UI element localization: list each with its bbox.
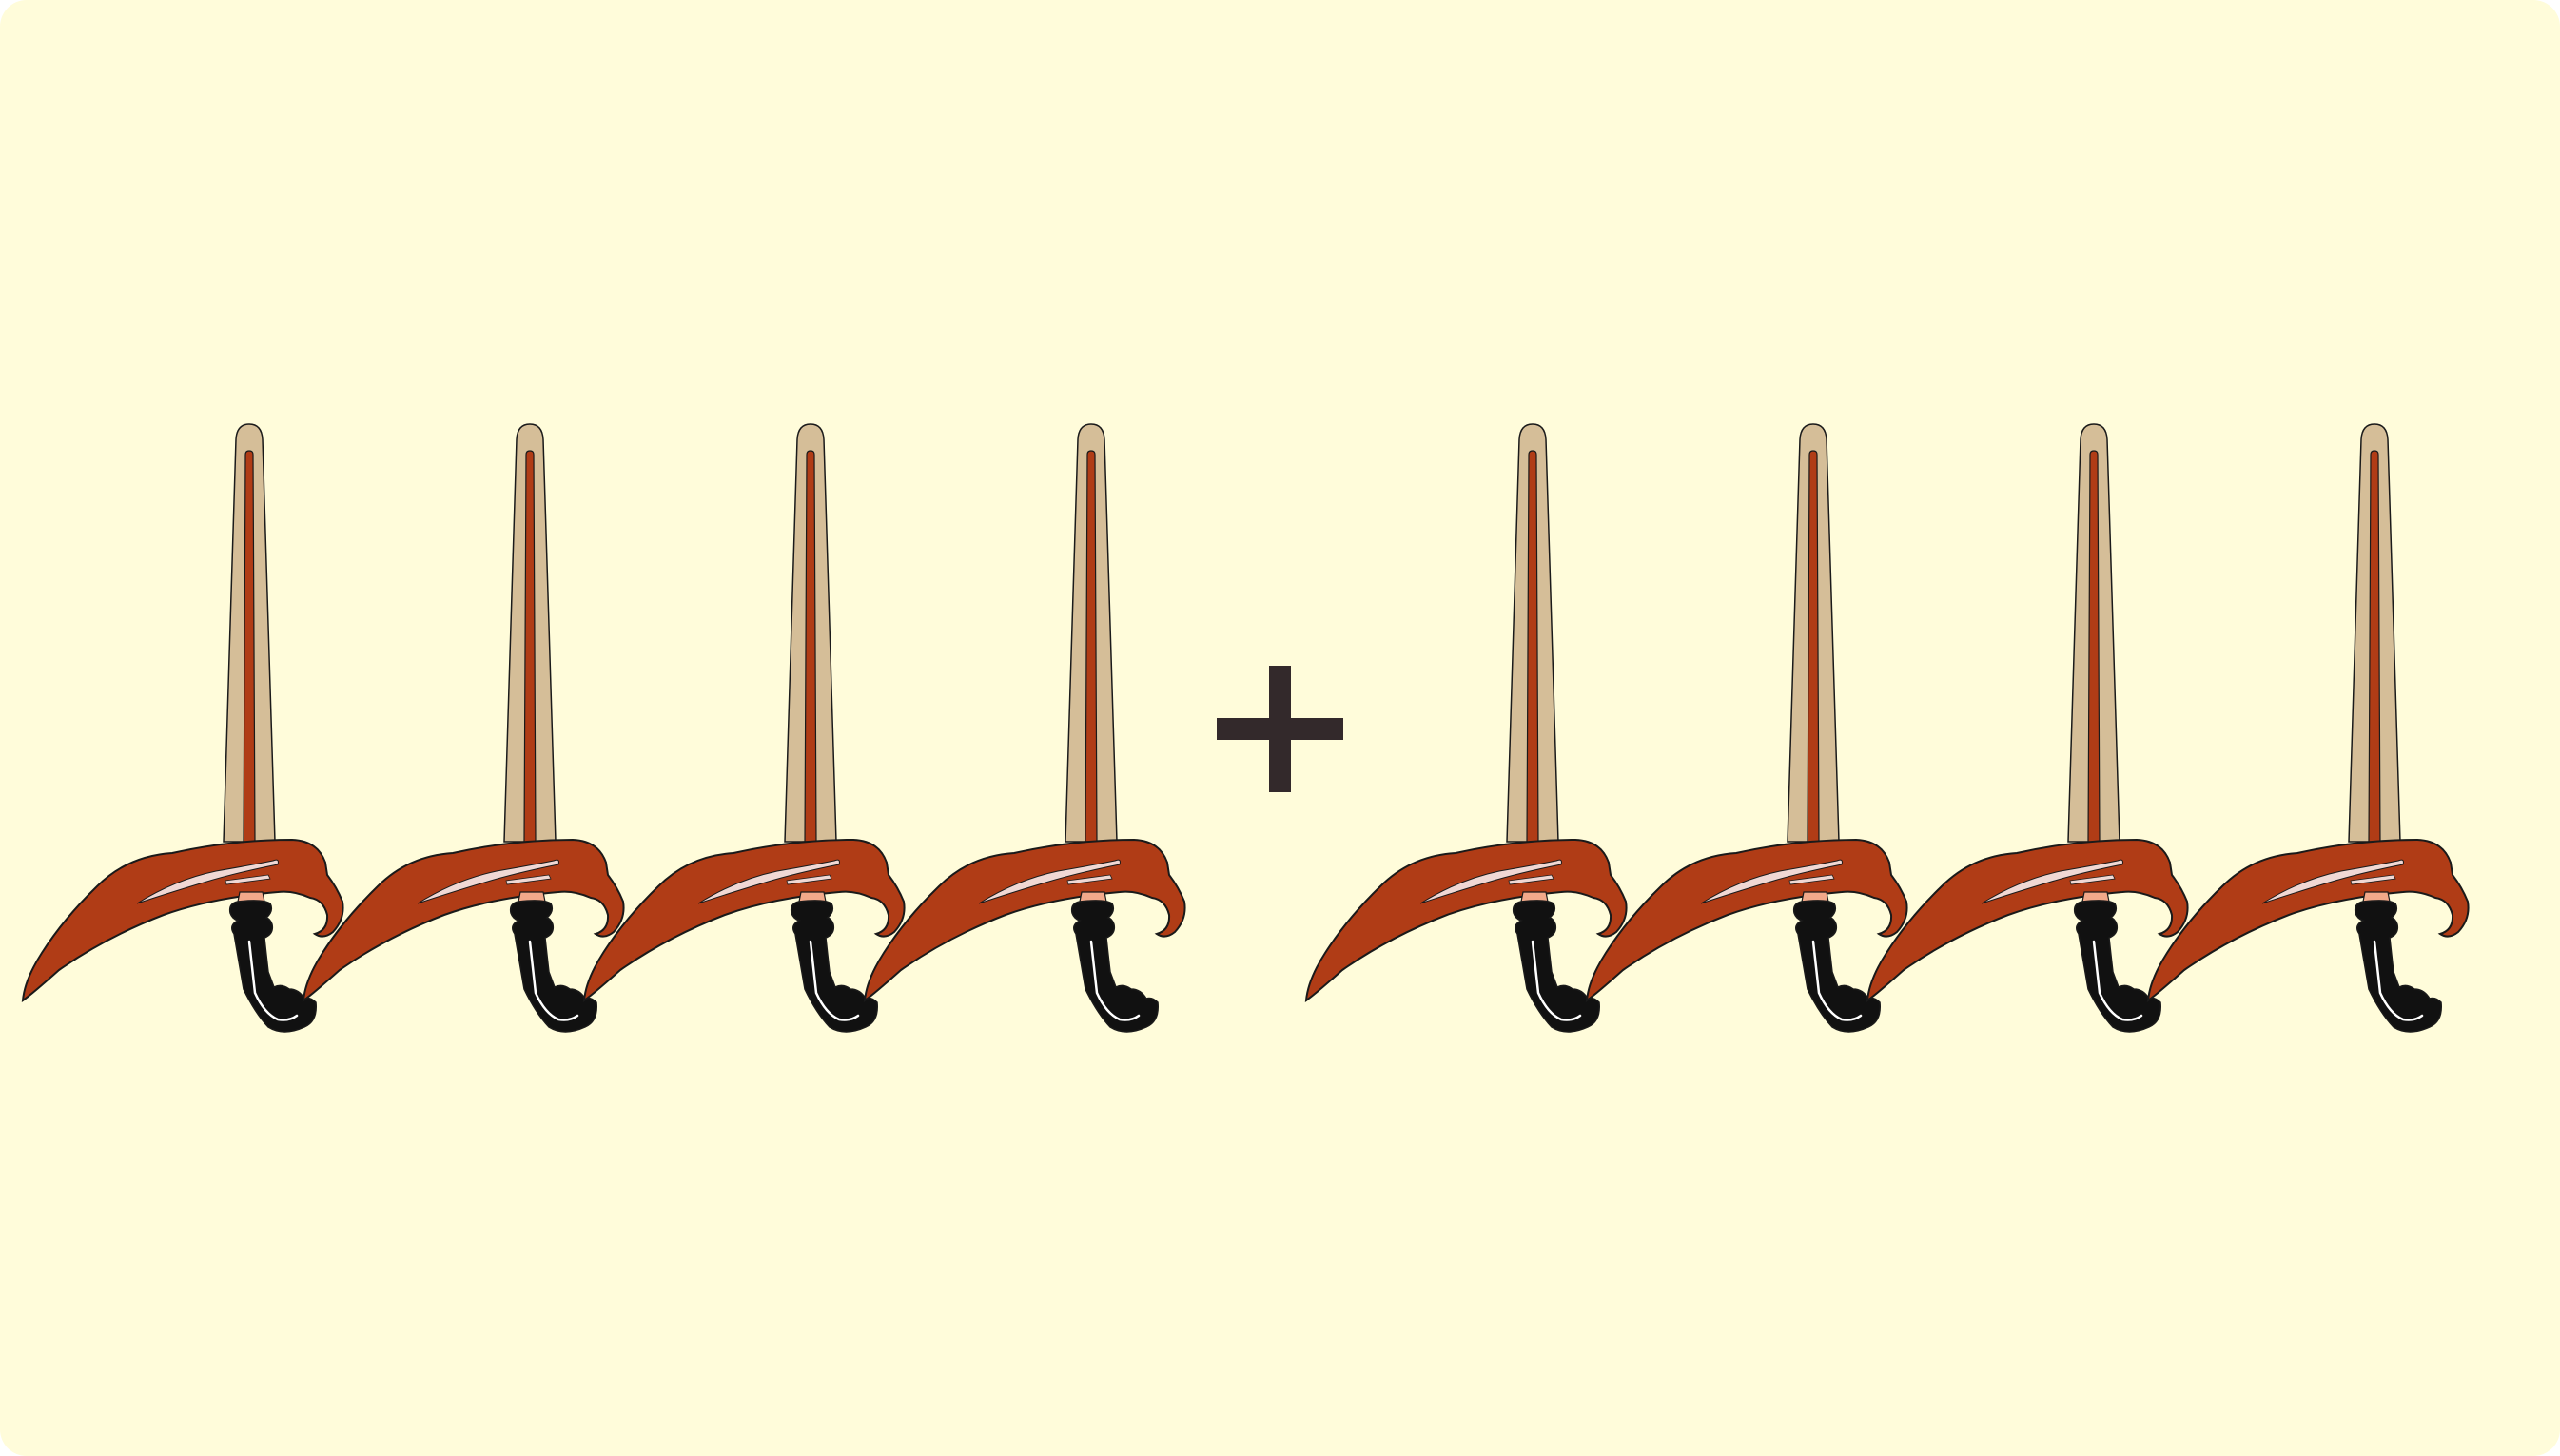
sword-guard-highlight [1419,859,1562,904]
sword-grip-highlight [809,940,860,1021]
sword-guard-highlight [136,859,279,904]
sword-grip-highlight [2092,940,2143,1021]
sword-guard-highlight [697,859,840,904]
sword-guard-highlight-stripe [505,874,552,885]
sword-guard-highlight-stripe [1788,874,1835,885]
sword-icon [582,423,906,1033]
sword-icon [1304,423,1628,1033]
swords-layer [21,423,2470,1033]
sword-guard-highlight [2261,859,2404,904]
sword-icon [2146,423,2470,1033]
sword-grip-highlight [528,940,579,1021]
sword-fuller [2368,450,2381,843]
sword-icon [1866,423,2189,1033]
sword-guard-highlight-stripe [1508,874,1554,885]
sword-grip-highlight [247,940,299,1021]
sword-guard-highlight-stripe [2350,874,2396,885]
sword-icon [21,423,344,1033]
sword-fuller [1526,450,1539,843]
sword-grip-highlight [1811,940,1863,1021]
sword-grip [1070,900,1159,1033]
sword-guard-highlight-stripe [786,874,832,885]
sword-fuller [2087,450,2101,843]
sword-icon [863,423,1186,1033]
sword-grip-highlight [1089,940,1141,1021]
sword-grip-highlight [1531,940,1582,1021]
sword-grip [2354,900,2442,1033]
sword-guard-highlight [1700,859,1843,904]
sword-guard-highlight [417,859,559,904]
sword-fuller [1807,450,1820,843]
sword-fuller [523,450,537,843]
sword-guard-highlight [978,859,1121,904]
sword-grip-highlight [2373,940,2424,1021]
sword-guard-highlight-stripe [225,874,271,885]
sword-guard-highlight [1981,859,2123,904]
plus-icon-vertical-bar [1269,666,1291,792]
sword-guard-highlight-stripe [2069,874,2116,885]
sword-fuller [243,450,256,843]
sword-fuller [1085,450,1098,843]
plus-icon [1217,666,1343,792]
sword-fuller [804,450,817,843]
sword-icon [302,423,625,1033]
sword-guard-highlight-stripe [1066,874,1113,885]
sword-icon [1585,423,1908,1033]
